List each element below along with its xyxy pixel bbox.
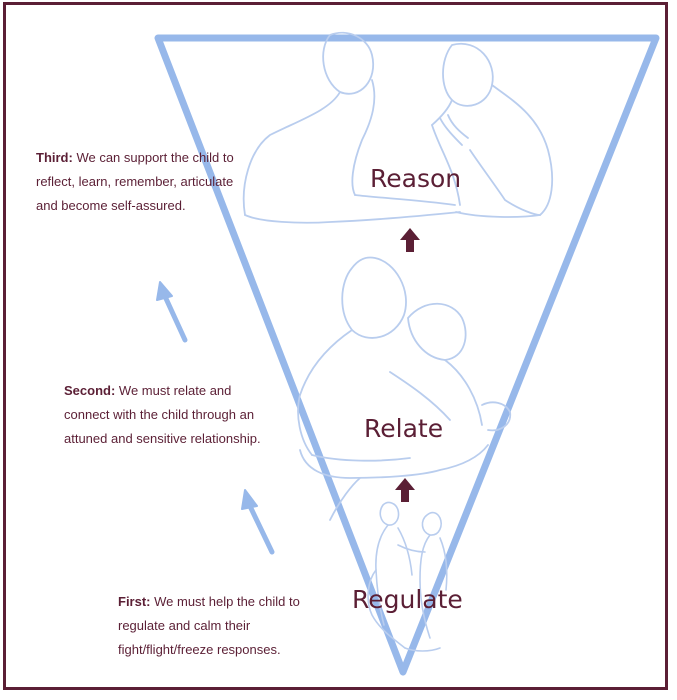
note-first-heading: First: [118, 594, 151, 609]
level-label-reason: Reason [370, 164, 461, 193]
note-second-heading: Second: [64, 383, 115, 398]
level-label-relate: Relate [364, 414, 443, 443]
note-third-heading: Third: [36, 150, 73, 165]
reason-figures-icon [244, 33, 552, 223]
note-third: Third: We can support the child to refle… [36, 146, 236, 218]
level-label-regulate: Regulate [352, 585, 463, 614]
regulate-figures-icon [368, 503, 447, 651]
note-first: First: We must help the child to regulat… [118, 590, 332, 662]
inverted-triangle [158, 38, 656, 672]
up-arrow-icon [157, 282, 185, 340]
small-up-arrow-icon [395, 478, 415, 502]
note-second: Second: We must relate and connect with … [64, 379, 264, 451]
small-up-arrow-icon [400, 228, 420, 252]
up-arrow-icon [242, 490, 272, 552]
